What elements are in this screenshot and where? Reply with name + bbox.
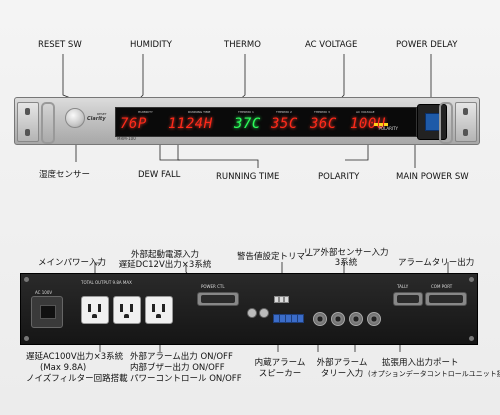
alarm-tally-port[interactable]: [393, 292, 423, 306]
panel-com-port: COM PORT: [431, 284, 453, 289]
ac-inlet[interactable]: [31, 296, 63, 328]
rear-panel: AC 100V TOTAL OUTPUT 9.8A MAX POWER CTL …: [20, 273, 478, 345]
fuse-holder[interactable]: [247, 308, 257, 318]
polarity-tag: POLARITY: [378, 126, 398, 131]
brand-logo: Clarity: [87, 116, 106, 122]
label-rear-sensor-1: リア外部センサー入力: [303, 248, 389, 258]
label-delay-ac-3: ノイズフィルター回路搭載: [26, 374, 128, 384]
reset-tag: RESET: [97, 112, 107, 116]
fuse-holder[interactable]: [259, 308, 269, 318]
sensor-input-1[interactable]: [313, 312, 327, 326]
display-thermo3: 36C: [310, 116, 337, 132]
panel-ac-in: AC 100V: [35, 290, 53, 295]
rack-slot: [463, 108, 468, 115]
label-running-time: RUNNING TIME: [216, 172, 280, 182]
tag-running-time: RUNNING TIME: [188, 110, 211, 114]
rack-ear-right: [455, 102, 477, 142]
tag-ac-voltage: AC VOLTAGE: [356, 110, 375, 114]
label-buzzer-2: スピーカー: [258, 369, 302, 379]
rack-handle-right: [439, 102, 453, 144]
label-power-delay: POWER DELAY: [396, 40, 458, 50]
label-ext-power-2: 遅延DC12V出力×3系統: [118, 260, 212, 270]
label-dew-fall: DEW FALL: [138, 170, 181, 180]
display-running-time: 1124H: [168, 116, 213, 132]
model-number: MRM-100: [117, 136, 136, 141]
label-humidity-sensor: 湿度センサー: [39, 170, 91, 180]
label-thermo: THERMO: [224, 40, 261, 50]
tag-thermo2: THERMO 2: [276, 110, 292, 114]
panel-total-output: TOTAL OUTPUT 9.8A MAX: [81, 280, 132, 285]
label-ext-alarm-1: 外部アラーム出力 ON/OFF: [130, 352, 233, 362]
tag-thermo1: THERMO 1: [238, 110, 254, 114]
tally-input[interactable]: [367, 312, 381, 326]
display-thermo1: 37C: [234, 116, 261, 132]
label-ext-port-2: (オプションデータコントロールユニット接続用): [368, 370, 500, 378]
rack-slot: [25, 129, 30, 136]
display-humidity-value: 76P: [120, 116, 147, 132]
label-polarity: POLARITY: [318, 172, 360, 182]
dip-switch[interactable]: [279, 296, 284, 303]
label-ext-tally-1: 外部アラーム: [316, 358, 368, 368]
panel-tally: TALLY: [397, 284, 409, 289]
rack-handle-left: [41, 102, 55, 144]
panel-power-ctl: POWER CTL: [201, 284, 225, 289]
dip-switch[interactable]: [274, 296, 279, 303]
label-reset-sw: RESET SW: [38, 40, 82, 50]
sensor-input-2[interactable]: [331, 312, 345, 326]
label-ext-power-1: 外部起動電源入力: [130, 250, 199, 260]
label-delay-ac-1: 遅延AC100V出力×3系統: [26, 352, 124, 362]
rack-slot: [463, 129, 468, 136]
display-ac-voltage: 100U: [350, 116, 386, 132]
ac-outlet-3[interactable]: [145, 296, 173, 324]
label-ext-alarm-2: 内部ブザー出力 ON/OFF: [130, 363, 225, 373]
tag-thermo3: THERMO 3: [314, 110, 330, 114]
label-delay-ac-2: (Max 9.8A): [40, 363, 87, 373]
label-buzzer-1: 内蔵アラーム: [254, 358, 306, 368]
front-rack-panel: RESET Clarity MRM-100 HUMIDITY RUNNING T…: [14, 97, 480, 145]
main-power-switch[interactable]: [417, 104, 447, 140]
display-thermo2: 35C: [271, 116, 298, 132]
label-humidity: HUMIDITY: [130, 40, 172, 50]
ac-outlet-1[interactable]: [81, 296, 109, 324]
power-ctl-port[interactable]: [197, 292, 239, 306]
front-display: HUMIDITY RUNNING TIME THERMO 1 THERMO 2 …: [115, 107, 417, 137]
label-alarm-trimmer: 警告値設定トリマー: [237, 252, 314, 262]
trimmer[interactable]: [297, 314, 304, 323]
polarity-leds: [373, 111, 388, 130]
label-ext-port-1: 拡張用入出力ポート: [382, 358, 459, 368]
dip-switch[interactable]: [284, 296, 289, 303]
label-rear-sensor-2: 3系統: [334, 258, 358, 268]
label-ext-tally-2: タリー入力: [320, 369, 364, 379]
label-ac-voltage: AC VOLTAGE: [305, 40, 358, 50]
ac-outlet-2[interactable]: [113, 296, 141, 324]
rack-ear-left: [17, 102, 39, 142]
label-main-power-in: メインパワー入力: [38, 258, 107, 268]
label-ext-alarm-3: パワーコントロール ON/OFF: [130, 374, 242, 384]
com-port[interactable]: [425, 292, 467, 306]
sensor-input-3[interactable]: [349, 312, 363, 326]
tag-humidity: HUMIDITY: [138, 110, 153, 114]
humidity-sensor-grille: [65, 108, 85, 128]
rack-slot: [25, 108, 30, 115]
label-alarm-tally-out: アラームタリー出力: [398, 258, 475, 268]
label-main-power-sw: MAIN POWER SW: [396, 172, 469, 182]
